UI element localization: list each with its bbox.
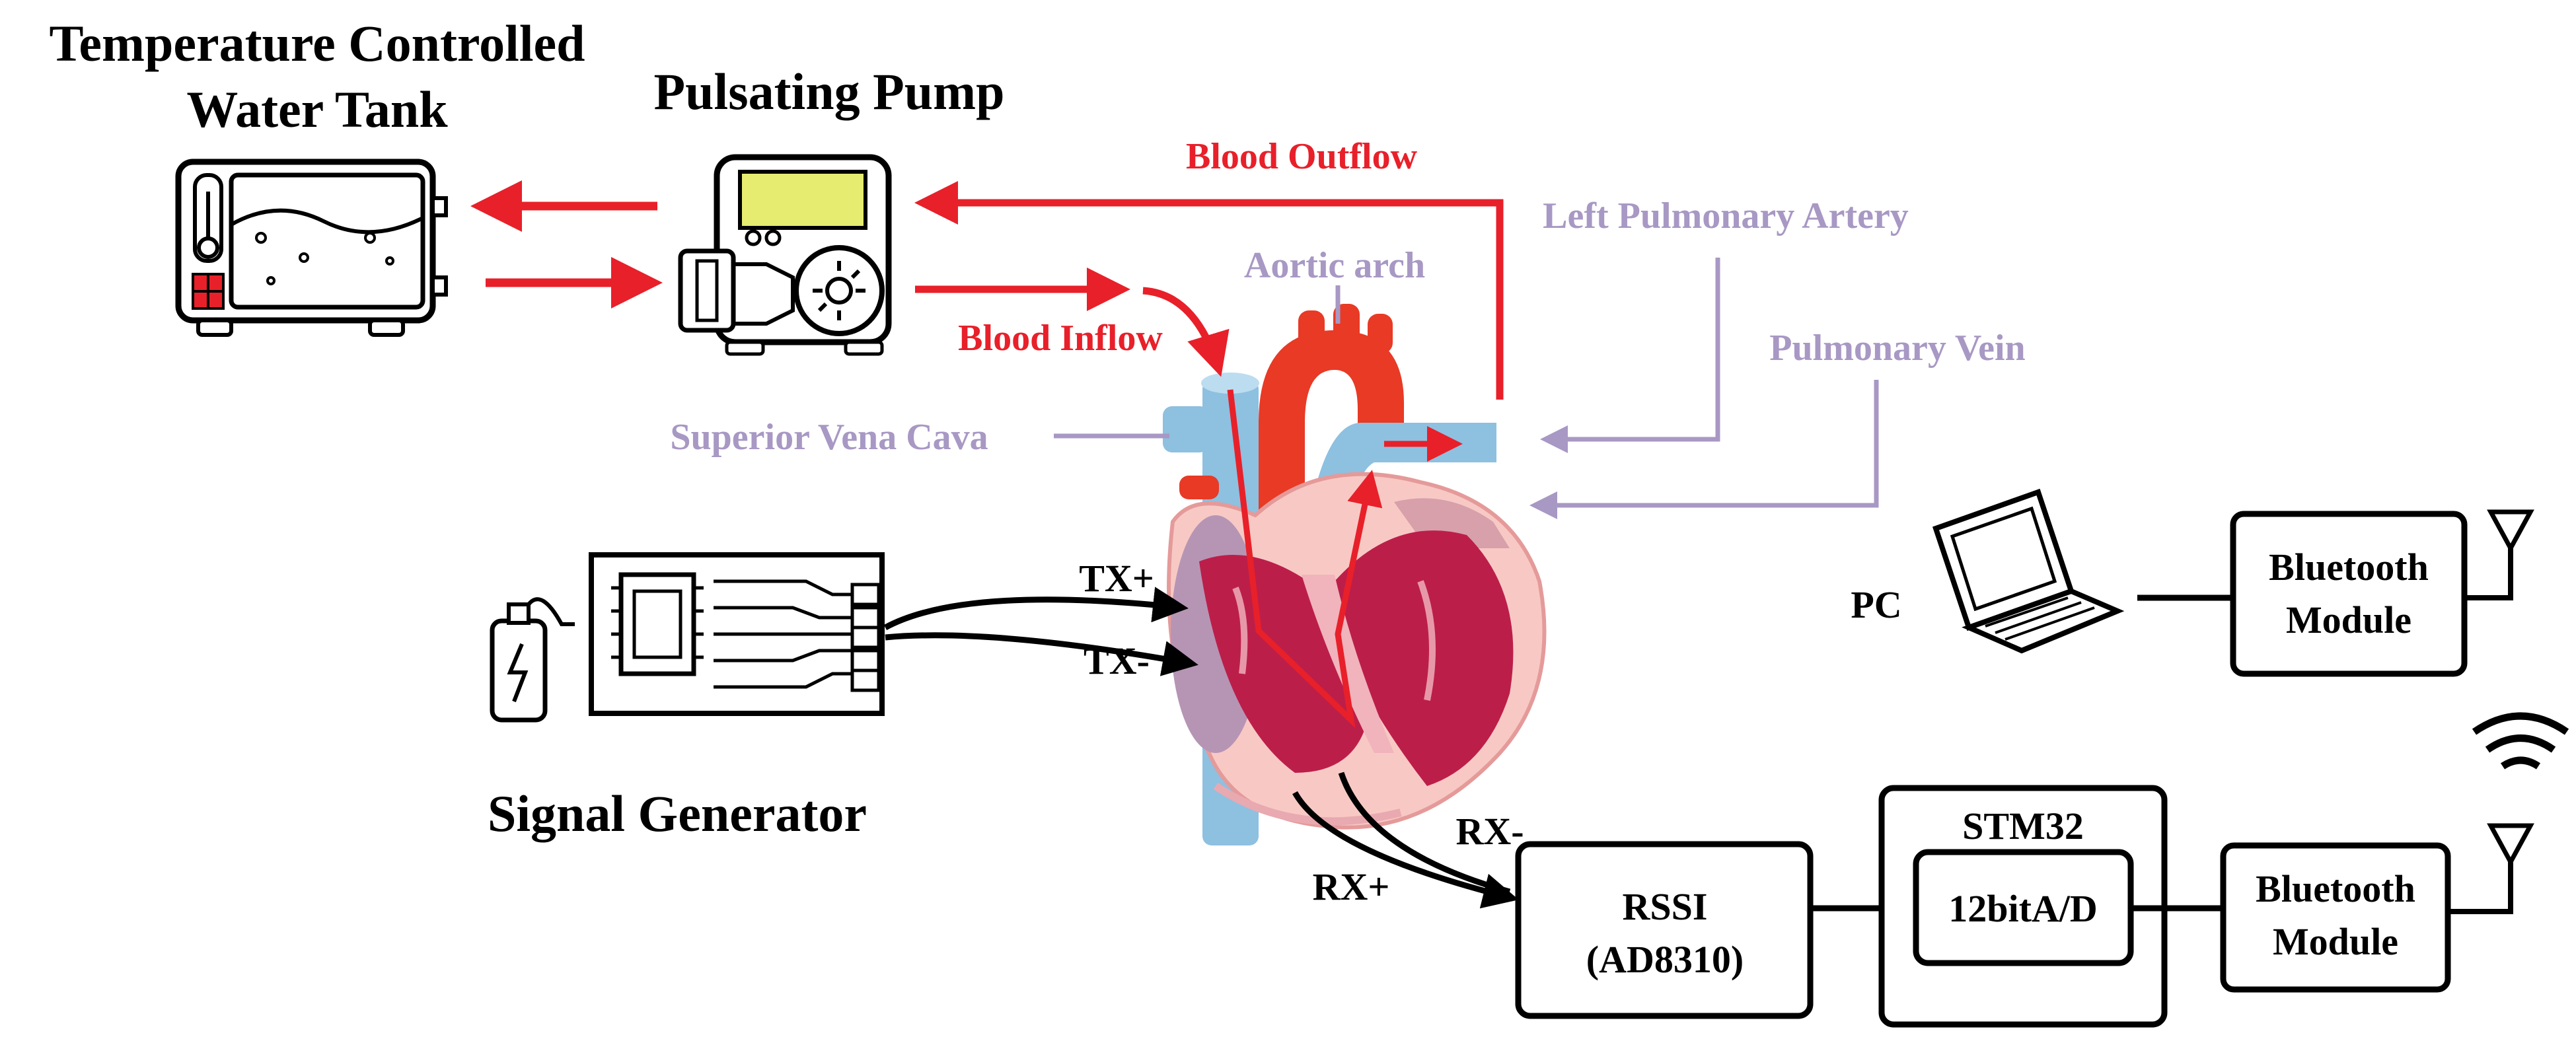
signal-generator-title: Signal Generator: [488, 785, 867, 842]
pulmonary-vein-pointer: [1529, 380, 1879, 519]
tx-plus-wire: [883, 587, 1189, 630]
blood-inflow-arrow: [1142, 287, 1230, 377]
blood-outflow-arrow: [914, 181, 1504, 400]
antenna-top-icon: [2464, 509, 2534, 600]
rx-minus-wire: [1338, 772, 1511, 895]
signal-generator-icon: [490, 552, 885, 723]
rx-minus-label: RX-: [1455, 810, 1524, 853]
water-tank-title-line2: Water Tank: [186, 81, 448, 138]
rssi-box: [1515, 841, 1814, 1019]
left-pulmonary-artery-pointer: [1540, 258, 1720, 453]
blood-internal-flow: [1227, 389, 1383, 729]
blood-outflow-label: Blood Outflow: [1186, 136, 1418, 177]
bt-module-top-line1: Bluetooth: [2269, 546, 2429, 589]
rx-plus-wire: [1292, 791, 1519, 909]
antenna-bottom-icon: [2448, 823, 2534, 914]
heart-illustration: [1163, 304, 1547, 845]
adc-label: 12bitA/D: [1948, 887, 2098, 930]
bt-module-bottom-line1: Bluetooth: [2256, 867, 2415, 910]
tx-minus-wire: [885, 632, 1198, 676]
pump-icon: [678, 154, 892, 356]
bt-module-top-box: [2230, 511, 2468, 677]
water-tank-icon: [175, 159, 448, 337]
tx-minus-label: TX-: [1084, 639, 1150, 682]
rssi-line1: RSSI: [1623, 885, 1708, 928]
rx-plus-label: RX+: [1313, 865, 1390, 908]
tx-plus-label: TX+: [1079, 557, 1154, 600]
water-tank-title-line1: Temperature Controlled: [49, 15, 585, 72]
bt-module-top-line2: Module: [2286, 598, 2411, 641]
blood-inflow-label: Blood Inflow: [958, 318, 1163, 359]
pulmonary-vein-label: Pulmonary Vein: [1769, 328, 2025, 369]
pulsating-pump-title: Pulsating Pump: [654, 63, 1005, 120]
superior-vena-cava-label: Superior Vena Cava: [670, 417, 988, 458]
laptop-icon: [1932, 488, 2125, 654]
pc-label: PC: [1851, 583, 1901, 626]
left-pulmonary-artery-label: Left Pulmonary Artery: [1543, 196, 1909, 236]
bt-module-bottom-box: [2220, 842, 2451, 993]
aortic-arch-label: Aortic arch: [1244, 245, 1425, 286]
bt-module-bottom-line2: Module: [2273, 920, 2398, 963]
rssi-line2: (AD8310): [1586, 938, 1744, 981]
wifi-signal-icon: [2472, 712, 2569, 770]
stm32-label: STM32: [1962, 805, 2084, 847]
